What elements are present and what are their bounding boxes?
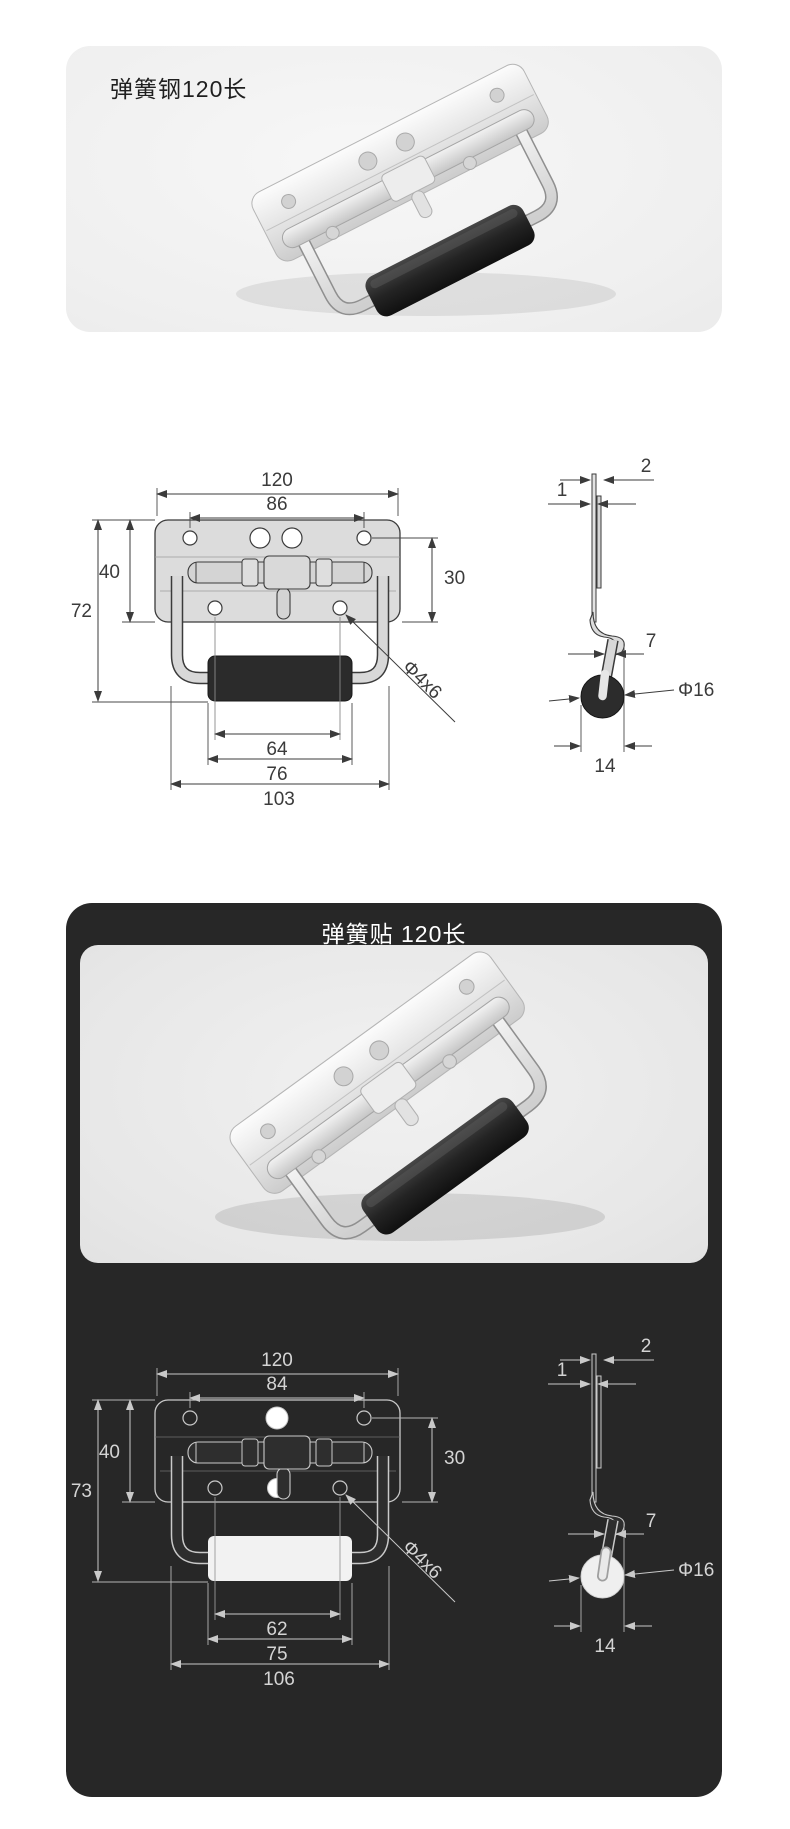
side-view-top: [580, 473, 625, 752]
front-view-bottom: [154, 1399, 401, 1581]
dim-plate-thickness-bottom: 1: [557, 1360, 568, 1381]
dim-top-thickness-top: 2: [641, 456, 652, 477]
dim-roller-dia-top: Φ16: [678, 680, 714, 701]
dim-tube-width-top: 7: [646, 631, 657, 652]
product-photo-card-bottom: [80, 945, 708, 1263]
side-dimensions-bottom: 2 1 7 Φ16 14: [548, 1336, 714, 1657]
dim-hole-pitch-bottom-bottom: 62: [266, 1619, 287, 1640]
dim-total-height-top: 72: [71, 601, 92, 622]
dim-hole-spec-bottom: Φ4x6: [398, 1537, 446, 1584]
dim-top-thickness-bottom: 2: [641, 1336, 652, 1357]
dimension-drawing-bottom: 120 84 40 73 30 Φ4x6 62 75: [71, 1336, 714, 1690]
dim-right-height-bottom: 30: [444, 1448, 465, 1469]
dim-tube-width-bottom: 7: [646, 1511, 657, 1532]
rubber-grip-drawing-bottom: [208, 1536, 352, 1581]
dim-bottom-width-top: 14: [594, 756, 616, 777]
side-view-bottom: [580, 1353, 625, 1632]
dim-grip-width-bottom: 75: [266, 1644, 287, 1665]
dim-right-height-top: 30: [444, 568, 465, 589]
product-photo-top: [236, 46, 616, 332]
product-title-bottom: 弹簧贴 120长: [321, 921, 467, 947]
front-view-top: [154, 519, 401, 702]
dim-hole-pitch-top: 86: [266, 494, 287, 515]
dimension-drawing-top: 120 86 40 72 30 Φ4x6 64 76 103: [71, 456, 714, 810]
dim-handle-width-bottom: 106: [263, 1669, 295, 1690]
dim-total-width-top: 120: [261, 470, 293, 491]
front-dimensions-top: 120 86 40 72 30 Φ4x6 64 76 103: [71, 470, 465, 810]
dim-hole-spec-top: Φ4x6: [398, 657, 446, 704]
dim-plate-height-bottom: 40: [99, 1442, 120, 1463]
dim-plate-thickness-top: 1: [557, 480, 568, 501]
dim-bottom-width-bottom: 14: [594, 1636, 616, 1657]
product-card-bottom: 弹簧贴 120长: [66, 903, 722, 1797]
dim-hole-pitch-bottom-card: 84: [266, 1374, 288, 1395]
dim-total-height-bottom: 73: [71, 1481, 92, 1502]
dim-total-width-bottom: 120: [261, 1350, 293, 1371]
dim-roller-dia-bottom: Φ16: [678, 1560, 714, 1581]
dim-handle-width-top: 103: [263, 789, 295, 810]
dim-plate-height-top: 40: [99, 562, 120, 583]
product-label-top: 弹簧钢120长: [110, 76, 248, 102]
product-photo-bottom: [215, 945, 605, 1263]
product-card-top: 弹簧钢120长: [66, 46, 722, 332]
dim-grip-width-top: 76: [266, 764, 287, 785]
dim-hole-pitch-bottom-top: 64: [266, 739, 288, 760]
rubber-grip-drawing-top: [207, 655, 353, 702]
side-dimensions-top: 2 1 7 Φ16 14: [548, 456, 714, 777]
